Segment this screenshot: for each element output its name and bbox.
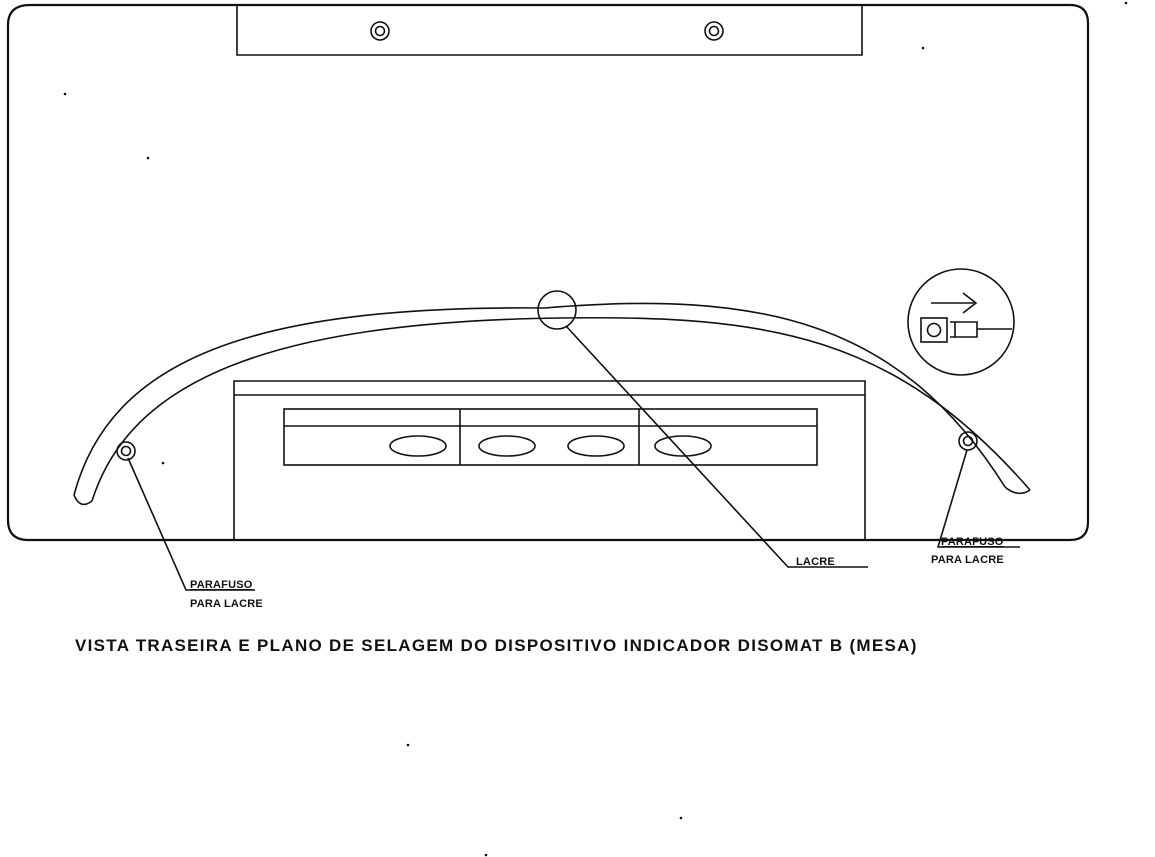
- right-screw-label-line2: PARA LACRE: [931, 554, 1004, 566]
- seal-leader: [565, 325, 868, 568]
- seal-icon: [537, 290, 577, 330]
- connector-port: [478, 435, 536, 457]
- left-screw-leader: [127, 457, 255, 591]
- left-seal-screw-icon: [116, 441, 136, 461]
- power-symbol-icon: [907, 268, 1015, 376]
- device-outline: [6, 3, 1090, 542]
- seal-wire: [73, 302, 1031, 506]
- scan-specks: [63, 1, 1128, 857]
- right-screw-label-line1: PARAFUSO: [941, 536, 1004, 548]
- connector-port: [567, 435, 625, 457]
- left-screw-label-line2: PARA LACRE: [190, 598, 263, 610]
- top-bolt-icon: [370, 21, 390, 41]
- right-seal-screw-icon: [958, 431, 978, 451]
- top-bolt-icon: [704, 21, 724, 41]
- connector-port: [654, 435, 712, 457]
- right-screw-leader: [936, 449, 1020, 548]
- connector-port: [389, 435, 447, 457]
- connector-panel: [233, 380, 866, 540]
- top-bracket: [236, 5, 863, 56]
- seal-label: LACRE: [796, 556, 835, 568]
- left-screw-label-line1: PARAFUSO: [190, 579, 253, 591]
- figure-caption: VISTA TRASEIRA E PLANO DE SELAGEM DO DIS…: [75, 636, 918, 655]
